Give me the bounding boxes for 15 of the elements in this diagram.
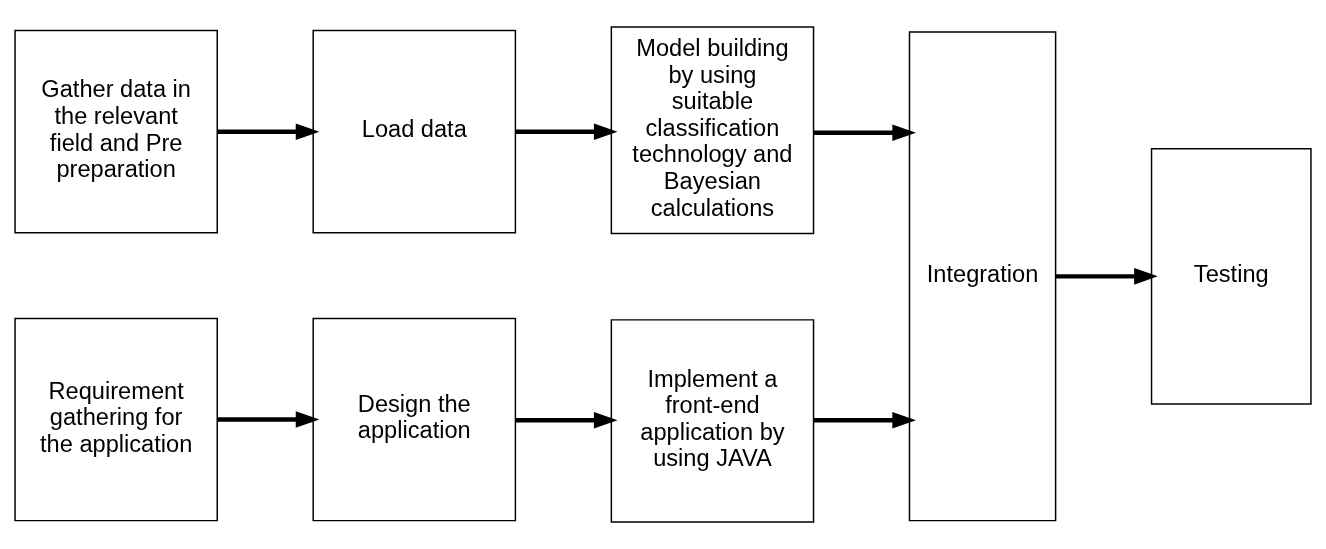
arrow bbox=[813, 124, 916, 142]
arrow bbox=[813, 411, 916, 429]
arrow bbox=[1055, 268, 1158, 285]
node-box: Gather data in the relevant field and Pre preparation bbox=[14, 29, 218, 234]
node-box: Integration bbox=[908, 31, 1057, 522]
node-box: Design the application bbox=[312, 317, 517, 522]
node-box: Requirement gathering for the application bbox=[14, 317, 218, 522]
node-box: Implement a front-end application by using JAVA bbox=[610, 319, 815, 523]
arrow bbox=[515, 411, 618, 429]
node-box: Load data bbox=[312, 29, 517, 234]
node-box: Testing bbox=[1150, 147, 1312, 405]
arrow bbox=[217, 123, 320, 140]
arrow bbox=[217, 411, 320, 428]
arrow bbox=[515, 123, 618, 140]
node-box: Model building by using suitable classification technology and Bayesian calculations bbox=[610, 26, 815, 235]
